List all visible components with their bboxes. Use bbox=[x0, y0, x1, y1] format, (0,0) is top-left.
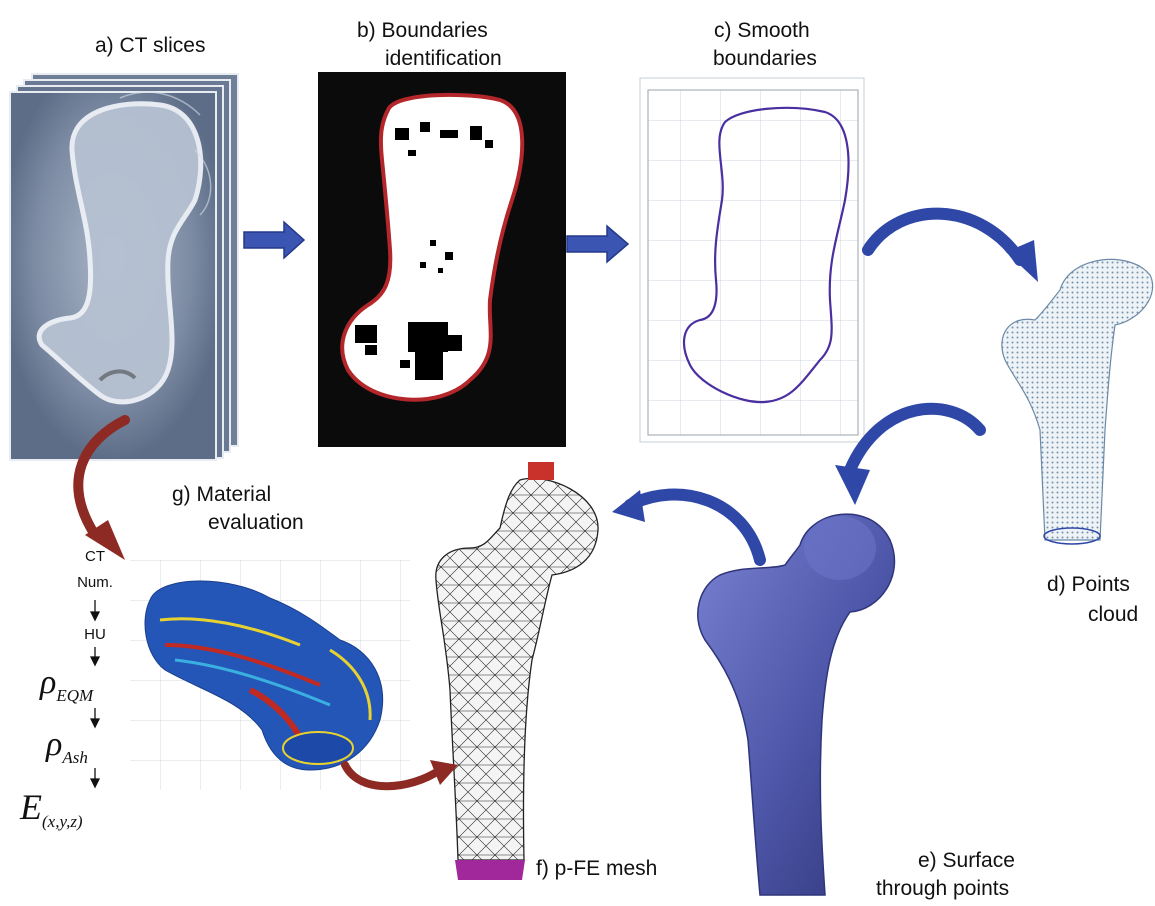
arrow-c-to-d bbox=[868, 214, 1038, 282]
material-evaluation-plot bbox=[130, 560, 410, 790]
arrow-b-to-c bbox=[567, 226, 628, 262]
rho-symbol: ρ bbox=[40, 664, 56, 701]
e-symbol: E bbox=[20, 787, 42, 827]
label-smooth: c) Smooth bbox=[714, 18, 810, 43]
ct-slices-stack bbox=[10, 74, 238, 460]
arrow-a-to-b bbox=[244, 222, 304, 258]
label-pfe-mesh: f) p-FE mesh bbox=[536, 856, 657, 881]
rho-eqm-sub: EQM bbox=[56, 686, 93, 705]
smooth-boundaries-plot bbox=[640, 78, 864, 442]
rho-symbol-2: ρ bbox=[46, 726, 62, 763]
chain-e: E(x,y,z) bbox=[20, 786, 83, 832]
label-boundaries-c: boundaries bbox=[713, 46, 817, 71]
label-ct-slices: a) CT slices bbox=[95, 33, 205, 58]
chain-rho-ash: ρAsh bbox=[46, 726, 88, 768]
label-evaluation: evaluation bbox=[208, 510, 304, 535]
label-identification: identification bbox=[385, 46, 502, 71]
label-through-points: through points bbox=[876, 876, 1009, 901]
pfe-mesh-femur bbox=[436, 462, 598, 880]
e-sub: (x,y,z) bbox=[42, 812, 83, 831]
label-surface: e) Surface bbox=[918, 848, 1015, 873]
label-material: g) Material bbox=[172, 482, 271, 507]
surface-femur bbox=[698, 514, 895, 895]
chain-hu: HU bbox=[65, 626, 125, 643]
rho-ash-sub: Ash bbox=[62, 748, 88, 767]
arrow-e-to-f bbox=[612, 490, 760, 560]
chain-rho-eqm: ρEQM bbox=[40, 664, 93, 706]
chain-num: Num. bbox=[65, 574, 125, 591]
boundaries-panel bbox=[318, 72, 566, 447]
chain-ct: CT bbox=[65, 548, 125, 565]
label-cloud: cloud bbox=[1088, 602, 1138, 627]
points-cloud-femur bbox=[1002, 259, 1153, 544]
label-points: d) Points bbox=[1047, 572, 1130, 597]
label-boundaries: b) Boundaries bbox=[357, 18, 488, 43]
